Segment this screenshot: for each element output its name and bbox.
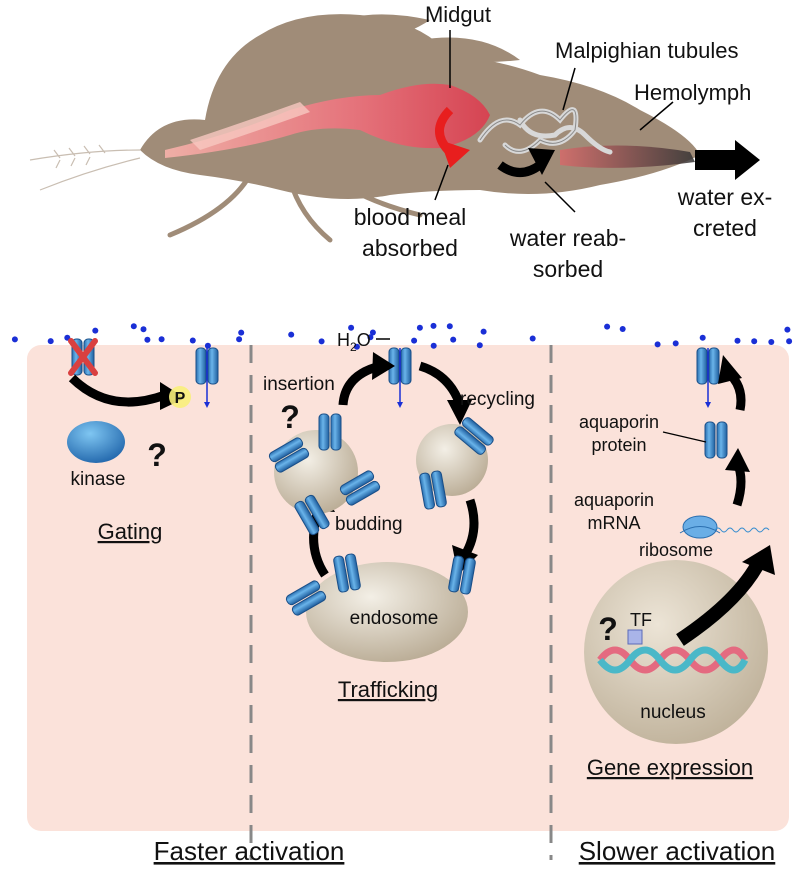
water-dot xyxy=(236,336,243,343)
gating-question: ? xyxy=(147,437,167,473)
water-dot xyxy=(430,322,437,329)
reabsorbed-label-1: water reab- xyxy=(509,225,626,251)
faster-activation-label: Faster activation xyxy=(154,836,345,866)
protein-label-1: aquaporin xyxy=(579,412,659,432)
water-dot xyxy=(11,336,18,343)
water-dot xyxy=(786,338,793,345)
phospho-glow xyxy=(169,386,191,408)
kinase-label: kinase xyxy=(71,469,126,490)
water-dot xyxy=(619,326,626,332)
mosquito-illustration xyxy=(29,14,760,243)
membrane-aquaporin xyxy=(696,347,720,408)
vesicle-left xyxy=(274,430,358,514)
gating-title: Gating xyxy=(98,519,163,544)
water-dot xyxy=(189,337,196,344)
water-dot xyxy=(476,342,483,349)
water-dot xyxy=(604,323,611,330)
tf-box xyxy=(627,629,643,645)
water-dot xyxy=(47,338,54,345)
reabsorbed-label-2: sorbed xyxy=(533,256,603,282)
recycling-label: recycling xyxy=(460,389,535,410)
mrna-strand xyxy=(714,527,770,533)
water-dot xyxy=(751,338,758,345)
budding-label: budding xyxy=(335,514,403,535)
water-dot xyxy=(416,324,423,331)
water-dot xyxy=(140,326,147,333)
water-dot xyxy=(411,337,418,344)
excreted-label-2: creted xyxy=(693,215,757,241)
gating-arrow xyxy=(68,374,167,407)
gated-aquaporin xyxy=(195,347,219,408)
dna-helix xyxy=(597,646,749,674)
water-dot xyxy=(367,334,374,341)
water-dot xyxy=(288,331,295,338)
expression-section: TF ? nucleus aquaporin protein aquaporin… xyxy=(574,347,775,780)
water-dot xyxy=(768,339,775,345)
trafficking-section: H2O insertion recycling xyxy=(263,330,535,702)
trafficking-title: Trafficking xyxy=(338,677,438,702)
endosome-label: endosome xyxy=(350,608,439,629)
midgut-label: Midgut xyxy=(425,2,491,27)
inserted-aquaporin xyxy=(388,347,412,408)
protein-label-2: protein xyxy=(591,435,646,455)
water-dot xyxy=(353,343,360,350)
water-dot xyxy=(446,323,453,330)
water-dot xyxy=(654,341,661,348)
expression-title: Gene expression xyxy=(587,755,753,780)
water-dot xyxy=(699,334,706,341)
mrna-label-2: mRNA xyxy=(588,513,641,533)
water-dot xyxy=(369,329,376,336)
blood-meal-label: blood meal xyxy=(354,204,467,230)
water-dot xyxy=(430,342,437,349)
ribosome-label: ribosome xyxy=(639,540,713,560)
mrna-label-1: aquaporin xyxy=(574,490,654,510)
water-dot xyxy=(92,327,99,334)
leader-lines xyxy=(434,30,674,213)
water-dot xyxy=(784,326,791,333)
water-dot xyxy=(672,340,679,347)
water-label: H2O xyxy=(337,330,371,354)
hemolymph-label: Hemolymph xyxy=(634,80,751,105)
water-dot xyxy=(348,324,355,331)
water-dot xyxy=(130,323,137,330)
water-dot xyxy=(144,336,151,343)
excreted-label-1: water ex- xyxy=(677,184,773,210)
water-dot xyxy=(318,338,325,345)
water-dot xyxy=(158,336,165,343)
water-dot xyxy=(238,329,245,336)
water-dot xyxy=(450,336,457,343)
tf-label: TF xyxy=(630,610,652,630)
expression-question: ? xyxy=(598,611,618,647)
water-dot xyxy=(480,328,487,335)
gating-section: P kinase ? Gating xyxy=(67,338,219,544)
nucleus-label: nucleus xyxy=(640,702,706,723)
malpighian-label: Malpighian tubules xyxy=(555,38,738,63)
water-molecules xyxy=(11,322,793,350)
trafficking-question: ? xyxy=(280,399,300,435)
blocked-aquaporin xyxy=(68,338,98,376)
absorbed-label: absorbed xyxy=(362,235,458,261)
kinase-shape xyxy=(67,421,125,463)
phospho-label: P xyxy=(175,390,186,407)
slower-activation-label: Slower activation xyxy=(579,836,776,866)
water-dot xyxy=(734,337,741,344)
water-dot xyxy=(529,335,536,342)
insertion-label: insertion xyxy=(263,374,335,395)
water-dot xyxy=(204,342,211,349)
